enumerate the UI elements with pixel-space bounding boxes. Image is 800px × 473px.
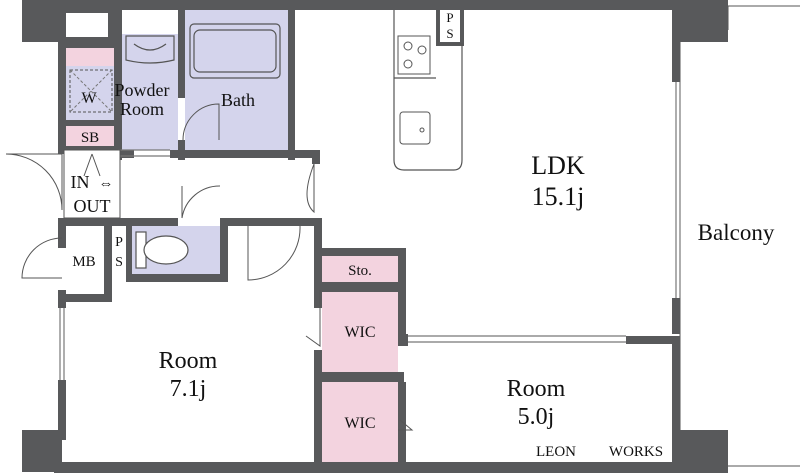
vanity-sink-icon	[125, 35, 175, 64]
wic-lower-fill	[322, 382, 398, 464]
room-east-size: 5.0j	[518, 404, 555, 430]
balcony-label: Balcony	[698, 220, 775, 245]
room-west-name: Room	[159, 348, 218, 374]
sink-icon	[399, 111, 431, 145]
entry-step	[63, 149, 121, 219]
ldk-name: LDK	[531, 151, 585, 180]
openings	[59, 7, 681, 380]
kitchen-counter	[393, 10, 463, 171]
wic-lower-label: WIC	[344, 415, 375, 432]
washer-label: W	[81, 90, 97, 107]
shoe-box-label: SB	[81, 130, 99, 146]
room-west-size: 7.1j	[170, 376, 207, 402]
powder-room-fill	[122, 34, 178, 150]
shoe-icon	[83, 153, 101, 177]
bathtub-icon	[189, 23, 281, 79]
ps-top-label-1: P	[446, 10, 453, 25]
ps-left-label-2: S	[115, 255, 123, 270]
storage-fill	[322, 256, 398, 282]
storage-label: Sto.	[348, 263, 372, 279]
ldk-size: 15.1j	[532, 182, 585, 211]
entrance-in-label: IN	[71, 172, 90, 192]
doors	[5, 103, 414, 431]
shoe-box-fill	[66, 126, 116, 146]
washer-icon	[69, 69, 113, 113]
meter-box-label: MB	[72, 254, 95, 270]
walls	[22, 0, 728, 473]
wic-upper-fill	[322, 292, 398, 372]
toilet-icon	[135, 231, 189, 269]
wic-upper-label: WIC	[344, 324, 375, 341]
shelf-fill	[66, 48, 122, 66]
bath-fill	[185, 10, 288, 150]
entrance-arrow: ⇔	[99, 176, 114, 192]
stove-icon	[397, 35, 431, 75]
entrance-out-label: OUT	[74, 196, 111, 216]
room-east-name: Room	[507, 376, 566, 402]
ps-top-label-2: S	[446, 26, 453, 41]
credit-right: WORKS	[609, 444, 663, 460]
ps-left-label-1: P	[115, 235, 123, 250]
powder-room-label-1: Powder	[115, 80, 170, 100]
powder-room-label-2: Room	[120, 99, 164, 119]
bath-label: Bath	[221, 90, 255, 110]
credit-left: LEON	[536, 444, 576, 460]
